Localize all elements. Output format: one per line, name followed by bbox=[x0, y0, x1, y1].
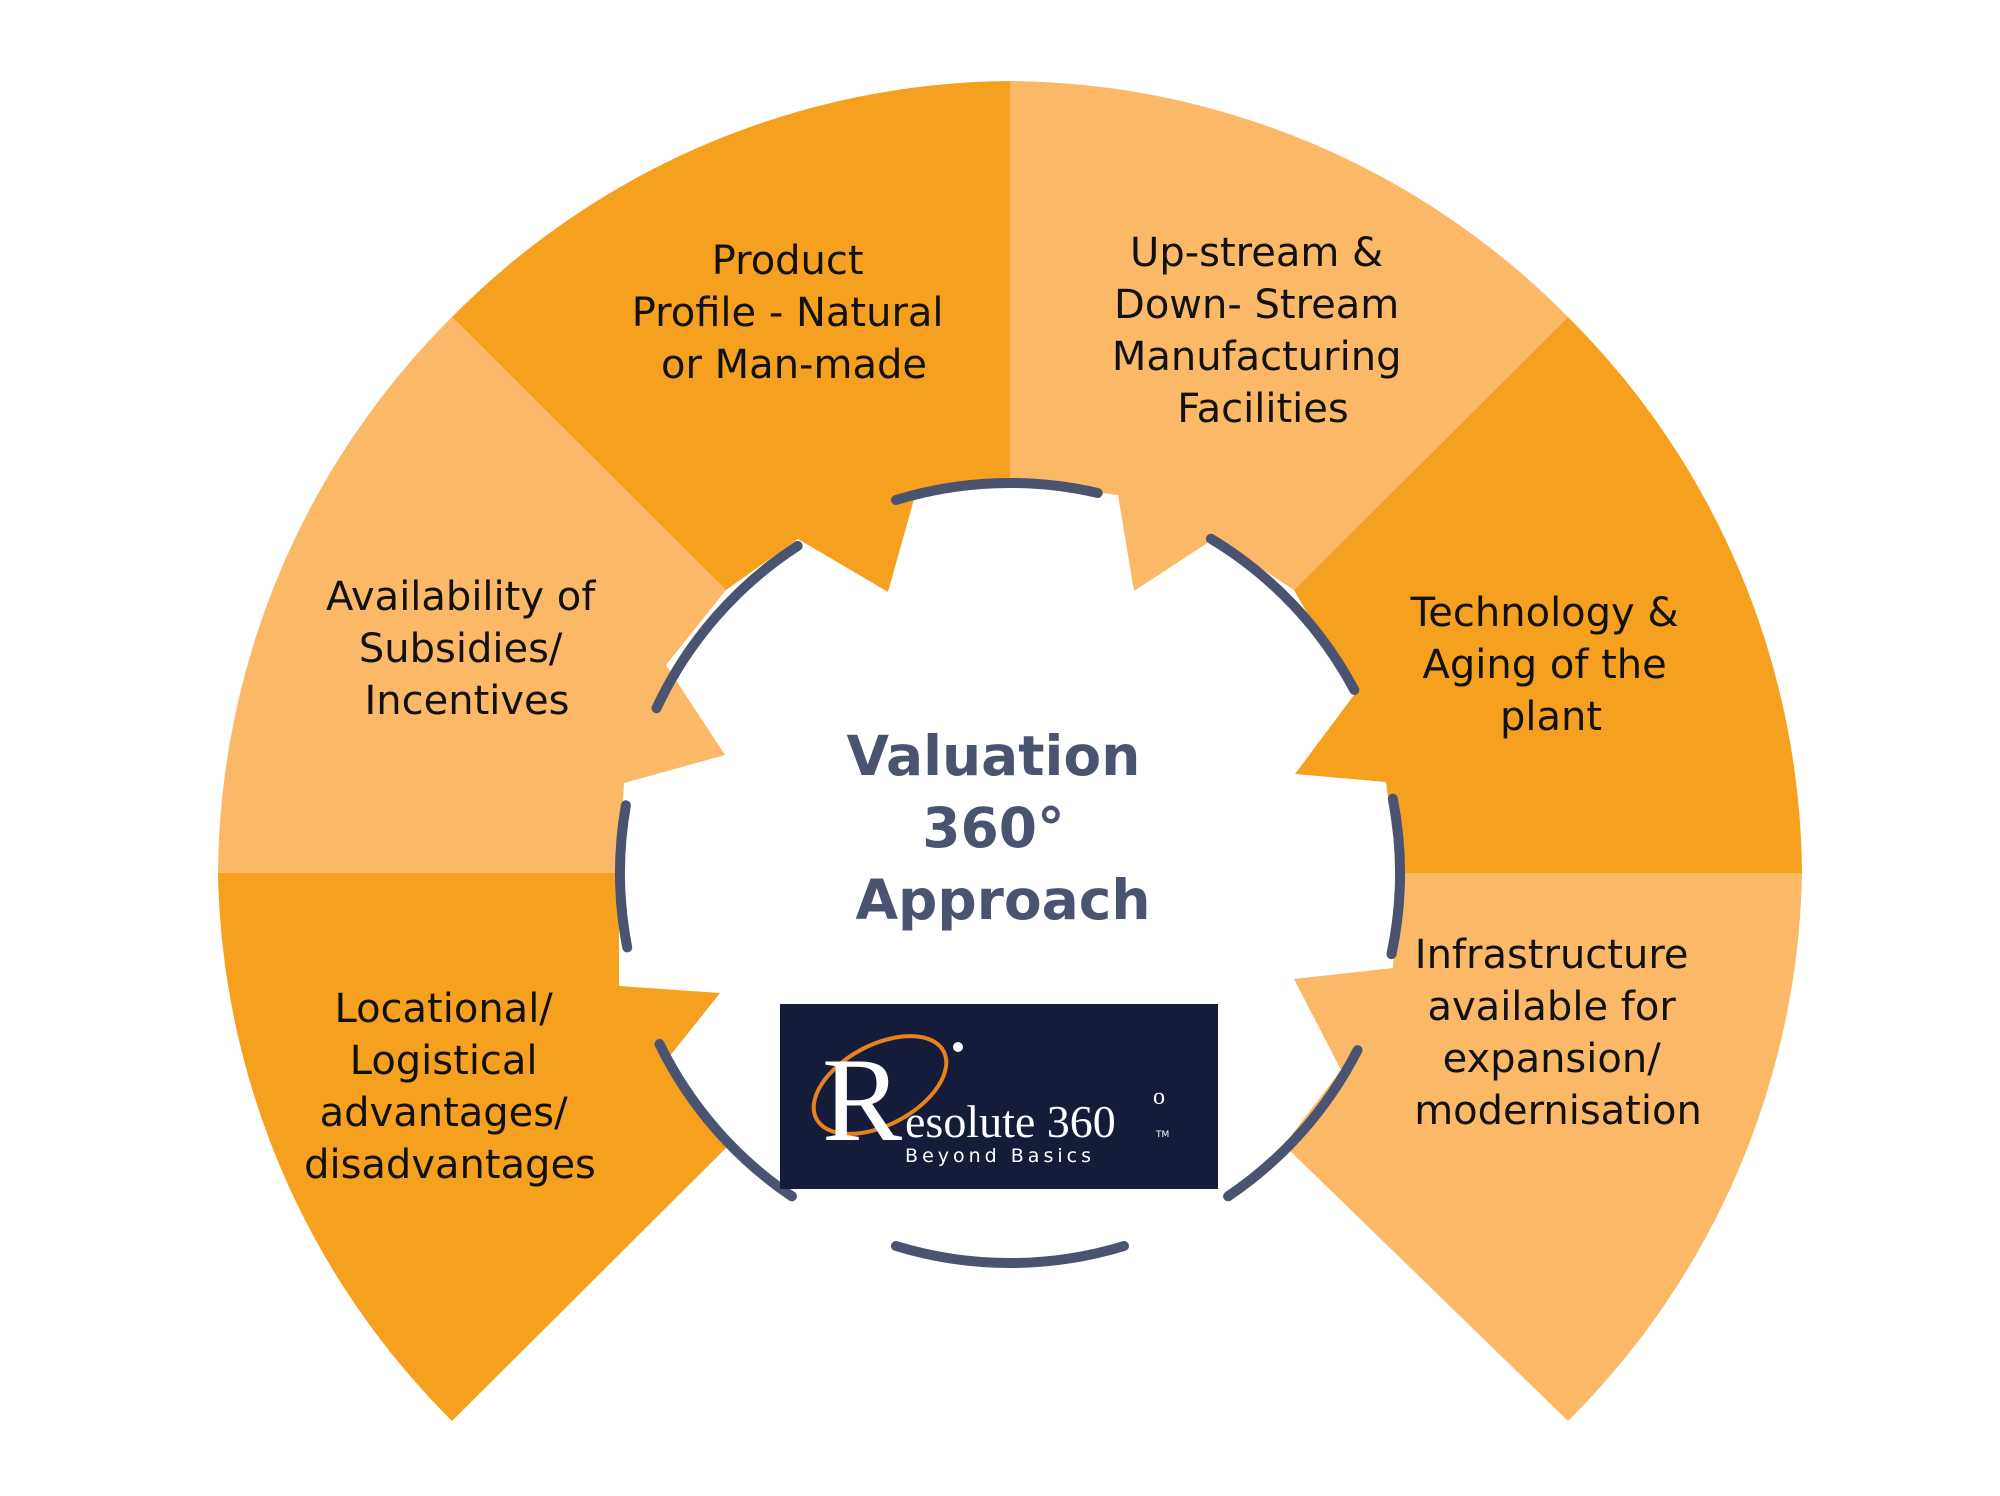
label-infrastructure-line: Infrastructure bbox=[1415, 932, 1689, 978]
logo-r-letter: R bbox=[822, 1033, 902, 1166]
logo-orbit-icon bbox=[811, 1034, 949, 1136]
label-locational-line: advantages/ bbox=[320, 1090, 568, 1136]
center-ring-arc bbox=[1223, 1045, 1363, 1202]
segment-infrastructure bbox=[1284, 873, 1802, 1421]
center-title-line: Approach bbox=[855, 868, 1150, 932]
center-ring bbox=[615, 478, 1405, 1268]
label-infrastructure-line: modernisation bbox=[1414, 1088, 1702, 1134]
center-ring-arc bbox=[1205, 533, 1360, 695]
center-title-line: Valuation bbox=[846, 724, 1140, 788]
center-ring-arc bbox=[654, 1039, 797, 1202]
label-technology-line: Technology & bbox=[1410, 590, 1679, 636]
label-product-line: Product bbox=[712, 238, 864, 284]
segment-upstream bbox=[1010, 81, 1568, 591]
label-product: Product Profile - Natural or Man-made bbox=[632, 238, 957, 388]
center-title: Valuation 360° Approach bbox=[846, 724, 1159, 932]
company-logo: R esolute 360 o TM Beyond Basics bbox=[780, 1004, 1218, 1189]
label-locational-line: Locational/ bbox=[335, 986, 554, 1032]
label-upstream: Up-stream & Down- Stream Manufacturing F… bbox=[1112, 230, 1414, 432]
segment-locational bbox=[218, 873, 728, 1421]
segment-labels: Locational/ Logistical advantages/ disad… bbox=[304, 230, 1702, 1188]
logo-background bbox=[780, 1004, 1218, 1189]
logo-name: esolute 360 bbox=[905, 1096, 1116, 1147]
center-ring-arc bbox=[1386, 793, 1405, 960]
label-technology-line: Aging of the bbox=[1423, 642, 1667, 688]
logo-degree: o bbox=[1153, 1084, 1165, 1110]
label-locational-line: disadvantages bbox=[304, 1142, 596, 1188]
label-product-line: or Man-made bbox=[661, 342, 927, 388]
center-ring-arc bbox=[615, 800, 633, 953]
label-infrastructure: Infrastructure available for expansion/ … bbox=[1414, 932, 1702, 1134]
center-ring-arc bbox=[891, 1241, 1129, 1268]
label-subsidies: Availability of Subsidies/ Incentives bbox=[326, 574, 608, 724]
label-upstream-line: Facilities bbox=[1177, 386, 1348, 432]
label-upstream-line: Down- Stream bbox=[1114, 282, 1399, 328]
center-ring-arc bbox=[891, 478, 1103, 505]
center-ring-arc bbox=[651, 540, 803, 714]
label-infrastructure-line: available for bbox=[1428, 984, 1677, 1030]
label-subsidies-line: Subsidies/ bbox=[359, 626, 563, 672]
label-upstream-line: Up-stream & bbox=[1130, 230, 1383, 276]
label-locational-line: Logistical bbox=[350, 1038, 538, 1084]
logo-tagline: Beyond Basics bbox=[905, 1145, 1095, 1167]
segment-product bbox=[452, 81, 1010, 592]
label-upstream-line: Manufacturing bbox=[1112, 334, 1402, 380]
label-product-line: Profile - Natural bbox=[632, 290, 944, 336]
label-subsidies-line: Availability of bbox=[326, 574, 596, 620]
center-title-line: 360° bbox=[922, 796, 1064, 860]
label-technology-line: plant bbox=[1500, 694, 1602, 740]
logo-trademark: TM bbox=[1155, 1130, 1169, 1140]
segment-subsidies bbox=[218, 317, 726, 873]
label-infrastructure-line: expansion/ bbox=[1443, 1036, 1662, 1082]
logo-dot-icon bbox=[953, 1042, 963, 1052]
label-locational: Locational/ Logistical advantages/ disad… bbox=[304, 986, 596, 1188]
label-technology: Technology & Aging of the plant bbox=[1410, 590, 1692, 740]
label-subsidies-line: Incentives bbox=[364, 678, 569, 724]
segment-technology bbox=[1294, 317, 1802, 873]
